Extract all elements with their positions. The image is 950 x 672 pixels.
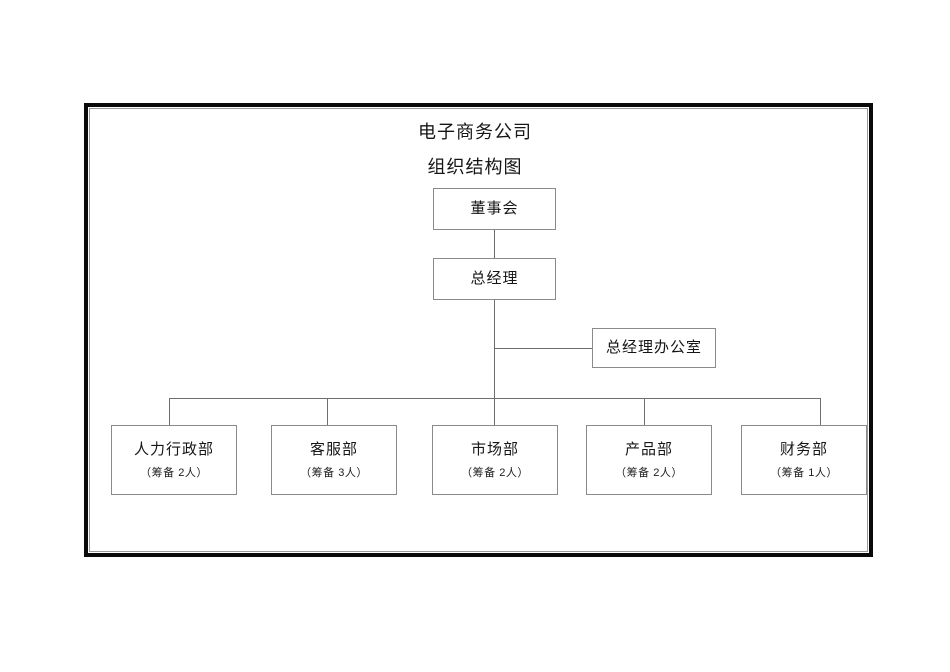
org-node-department[interactable]: 客服部 （筹备 3人） [271,425,397,495]
connector-gm-to-office [494,348,592,349]
chart-title-company: 电子商务公司 [418,122,532,142]
page-frame-inner [89,108,868,552]
org-node-department[interactable]: 产品部 （筹备 2人） [586,425,712,495]
org-node-department-label: 财务部 [779,441,828,459]
org-node-gm-office[interactable]: 总经理办公室 [592,328,716,368]
connector-board-to-gm [494,230,495,258]
org-node-department[interactable]: 市场部 （筹备 2人） [432,425,558,495]
connector-gm-trunk [494,300,495,399]
org-node-department-label: 产品部 [624,441,673,459]
connector-drop-dept-0 [169,398,170,425]
org-node-department-label: 客服部 [309,441,358,459]
connector-department-bus [169,398,821,399]
chart-title-subtitle: 组织结构图 [427,157,523,177]
org-node-general-manager-label: 总经理 [470,270,519,288]
org-node-department-note: （筹备 2人） [461,466,529,479]
org-node-department-note: （筹备 2人） [140,466,208,479]
connector-drop-dept-4 [820,398,821,425]
org-node-department-note: （筹备 2人） [615,466,683,479]
org-node-general-manager[interactable]: 总经理 [433,258,556,300]
connector-drop-dept-3 [644,398,645,425]
org-node-board-label: 董事会 [470,200,519,218]
connector-drop-dept-1 [327,398,328,425]
org-node-gm-office-label: 总经理办公室 [605,339,702,357]
org-node-department[interactable]: 财务部 （筹备 1人） [741,425,867,495]
connector-drop-dept-2 [494,398,495,425]
org-node-department-label: 市场部 [470,441,519,459]
org-node-department-note: （筹备 1人） [770,466,838,479]
org-node-board[interactable]: 董事会 [433,188,556,230]
org-node-department-label: 人力行政部 [133,441,214,459]
org-node-department-note: （筹备 3人） [300,466,368,479]
org-node-department[interactable]: 人力行政部 （筹备 2人） [111,425,237,495]
